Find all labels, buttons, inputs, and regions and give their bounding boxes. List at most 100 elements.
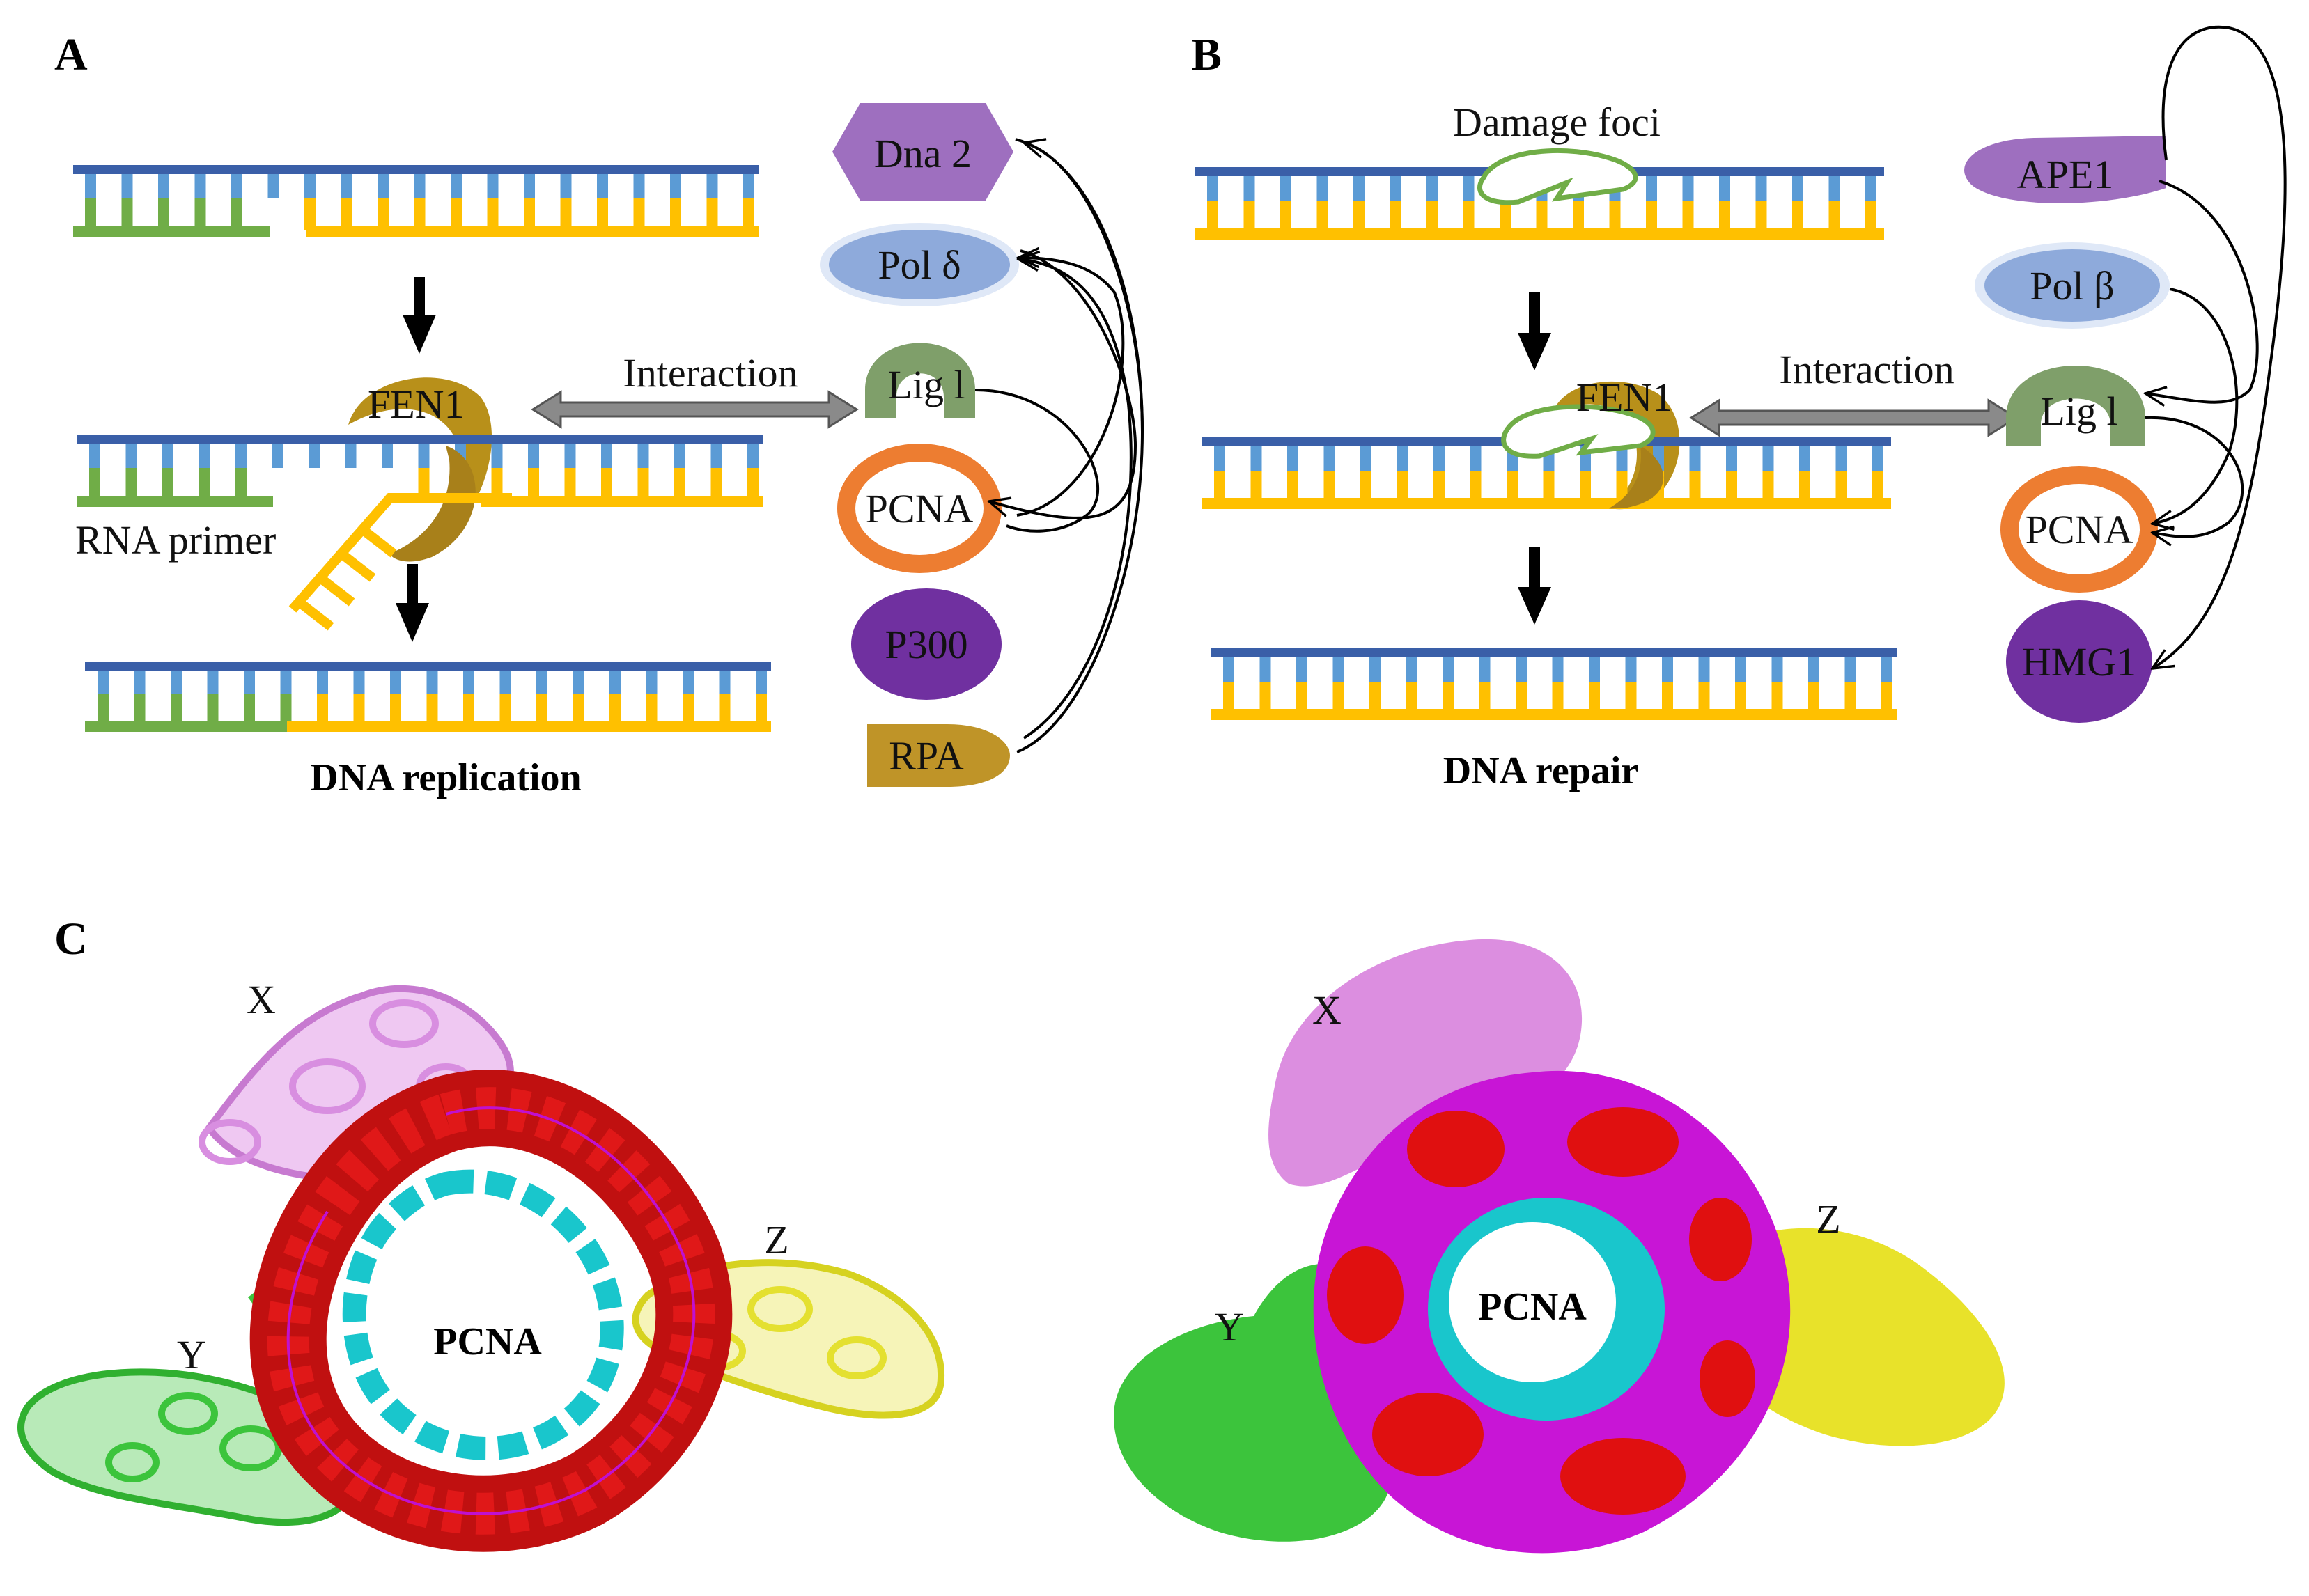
base-pair: [597, 198, 608, 230]
base-pair: [1881, 682, 1892, 710]
surface-z-label: Z: [1816, 1196, 1840, 1242]
base-pair: [317, 671, 328, 694]
base-pair: [499, 694, 511, 722]
base-pair: [280, 671, 292, 694]
base-pair: [1735, 657, 1746, 682]
surface-pcna-label: PCNA: [1478, 1285, 1587, 1329]
base-pair: [426, 671, 438, 694]
base-pair: [683, 694, 694, 722]
base-pair: [158, 174, 169, 198]
svg-text:Pol β: Pol β: [2030, 263, 2114, 308]
base-pair: [646, 671, 658, 694]
base-pair: [1280, 201, 1291, 229]
surface-x-label: X: [1312, 987, 1342, 1033]
base-pair: [706, 198, 718, 230]
base-pair: [528, 468, 539, 500]
base-pair: [1682, 176, 1694, 201]
base-pair: [609, 694, 621, 722]
base-pair: [1296, 657, 1307, 682]
base-pair: [1433, 471, 1445, 499]
base-pair: [1682, 201, 1694, 229]
base-pair: [267, 174, 279, 198]
base-pair: [743, 198, 754, 230]
base-pair: [1259, 657, 1271, 682]
base-pair: [487, 174, 499, 198]
base-pair: [491, 444, 503, 468]
base-pair: [1698, 657, 1710, 682]
base-pair: [1397, 446, 1408, 471]
base-pair: [451, 198, 462, 230]
base-pair: [1762, 446, 1774, 471]
base-pair: [1443, 657, 1454, 682]
base-pair: [1762, 471, 1774, 499]
base-pair: [426, 694, 438, 722]
base-pair: [1844, 657, 1856, 682]
rpa-shape: RPA: [867, 724, 1010, 787]
base-pair: [1390, 201, 1401, 229]
panel-b-dna-top: [1195, 167, 1884, 240]
base-pair: [1500, 201, 1511, 229]
base-pair: [171, 694, 182, 722]
base-pair: [1406, 657, 1417, 682]
base-pair: [134, 671, 146, 694]
base-pair: [345, 444, 357, 468]
base-pair: [1573, 201, 1584, 229]
panel-a: A FEN1 RNA pri: [54, 29, 1144, 799]
base-pair: [171, 671, 182, 694]
down-arrow-icon: [1518, 547, 1551, 625]
base-pair: [1580, 471, 1591, 499]
dna-bases: [98, 671, 767, 722]
base-pair: [491, 468, 503, 500]
base-pair: [1828, 201, 1840, 229]
base-pair: [756, 671, 767, 694]
interaction-double-arrow: [531, 390, 859, 429]
base-pair: [463, 694, 474, 722]
base-pair: [1280, 176, 1291, 201]
base-pair: [670, 198, 681, 230]
base-pair: [1426, 176, 1438, 201]
base-pair: [683, 671, 694, 694]
svg-text:Lig l: Lig l: [887, 362, 965, 407]
base-pair: [1287, 446, 1298, 471]
base-pair: [560, 174, 572, 198]
base-pair: [633, 198, 645, 230]
panel-b-interaction-arrows: [2145, 25, 2287, 668]
base-pair: [1214, 471, 1225, 499]
base-pair: [158, 198, 169, 230]
base-pair: [1735, 682, 1746, 710]
pcna-surface-structure: PCNA X Y Z: [1114, 939, 2005, 1554]
base-pair: [536, 671, 547, 694]
base-pair: [1470, 446, 1482, 471]
damage-foci-label: Damage foci: [1453, 100, 1661, 145]
base-pair: [487, 198, 499, 230]
base-pair: [98, 694, 109, 722]
pcna-ribbon-structure: PCNA X Y Z: [17, 977, 945, 1552]
base-pair: [674, 468, 685, 500]
base-pair: [1323, 446, 1335, 471]
base-pair: [382, 444, 393, 468]
damage-icon: [1477, 148, 1638, 205]
base-pair: [1552, 657, 1564, 682]
damage-icon: [1501, 404, 1656, 459]
base-pair: [418, 468, 430, 500]
base-pair: [564, 444, 576, 468]
base-pair: [1316, 176, 1328, 201]
base-pair: [1865, 201, 1876, 229]
base-pair: [1207, 176, 1218, 201]
base-pair: [601, 468, 612, 500]
base-pair: [390, 671, 401, 694]
base-pair: [1353, 176, 1365, 201]
base-pair: [637, 444, 649, 468]
base-pair: [1516, 682, 1527, 710]
base-pair: [341, 198, 352, 230]
base-pair: [121, 174, 133, 198]
fen1-front-icon: [1609, 446, 1664, 509]
base-pair: [1243, 201, 1255, 229]
base-pair: [1223, 657, 1234, 682]
svg-text:P300: P300: [885, 622, 967, 667]
base-pair: [1332, 657, 1344, 682]
panel-c: C: [17, 914, 2005, 1554]
base-pair: [1353, 201, 1365, 229]
base-pair: [353, 694, 365, 722]
dna2-shape: Dna 2: [832, 103, 1013, 201]
